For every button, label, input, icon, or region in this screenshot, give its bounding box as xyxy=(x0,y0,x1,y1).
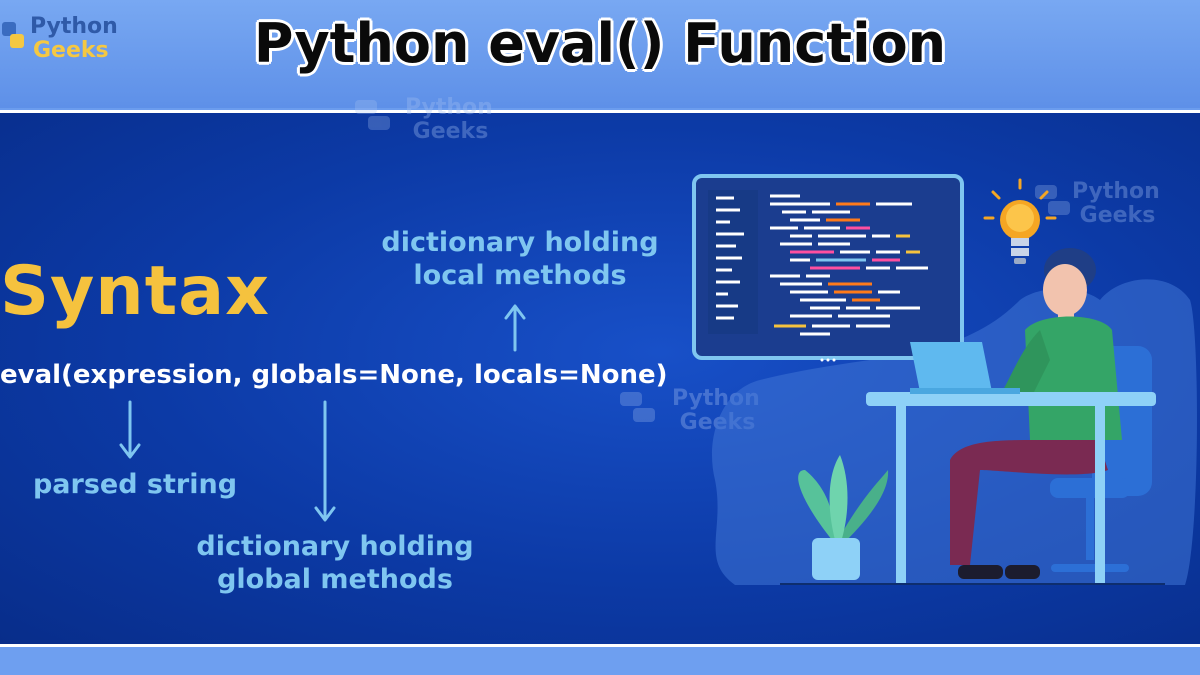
watermark-text: Python Geeks xyxy=(405,95,493,144)
laptop-icon xyxy=(910,342,1020,394)
footer-band xyxy=(0,647,1200,675)
locals-line-2: local methods xyxy=(413,260,627,291)
expression-annotation: parsed string xyxy=(32,469,238,500)
arrow-down-icon xyxy=(119,400,141,459)
python-logo-icon xyxy=(2,22,24,48)
header-band: Python Geeks Python eval() Function xyxy=(0,0,1200,108)
globals-line-1: dictionary holding xyxy=(196,531,474,562)
arrow-down-icon xyxy=(314,400,336,522)
globals-line-2: global methods xyxy=(217,564,453,595)
plant-icon xyxy=(798,455,889,580)
watermark-text: Python Geeks xyxy=(1072,179,1160,228)
eval-signature: eval(expression, globals=None, locals=No… xyxy=(0,360,668,390)
brand-word-python: Python xyxy=(30,14,118,39)
locals-line-1: dictionary holding xyxy=(381,227,659,258)
syntax-heading: Syntax xyxy=(0,252,270,331)
globals-annotation: dictionary holding global methods xyxy=(185,530,485,596)
brand-word-geeks: Geeks xyxy=(33,38,109,63)
lightbulb-icon xyxy=(983,178,1057,264)
monitor-icon xyxy=(692,174,964,362)
page-title: Python eval() Function xyxy=(253,12,947,75)
brand-logo: Python Geeks xyxy=(0,12,130,63)
locals-annotation: dictionary holding local methods xyxy=(370,226,670,292)
arrow-up-icon xyxy=(504,304,526,352)
